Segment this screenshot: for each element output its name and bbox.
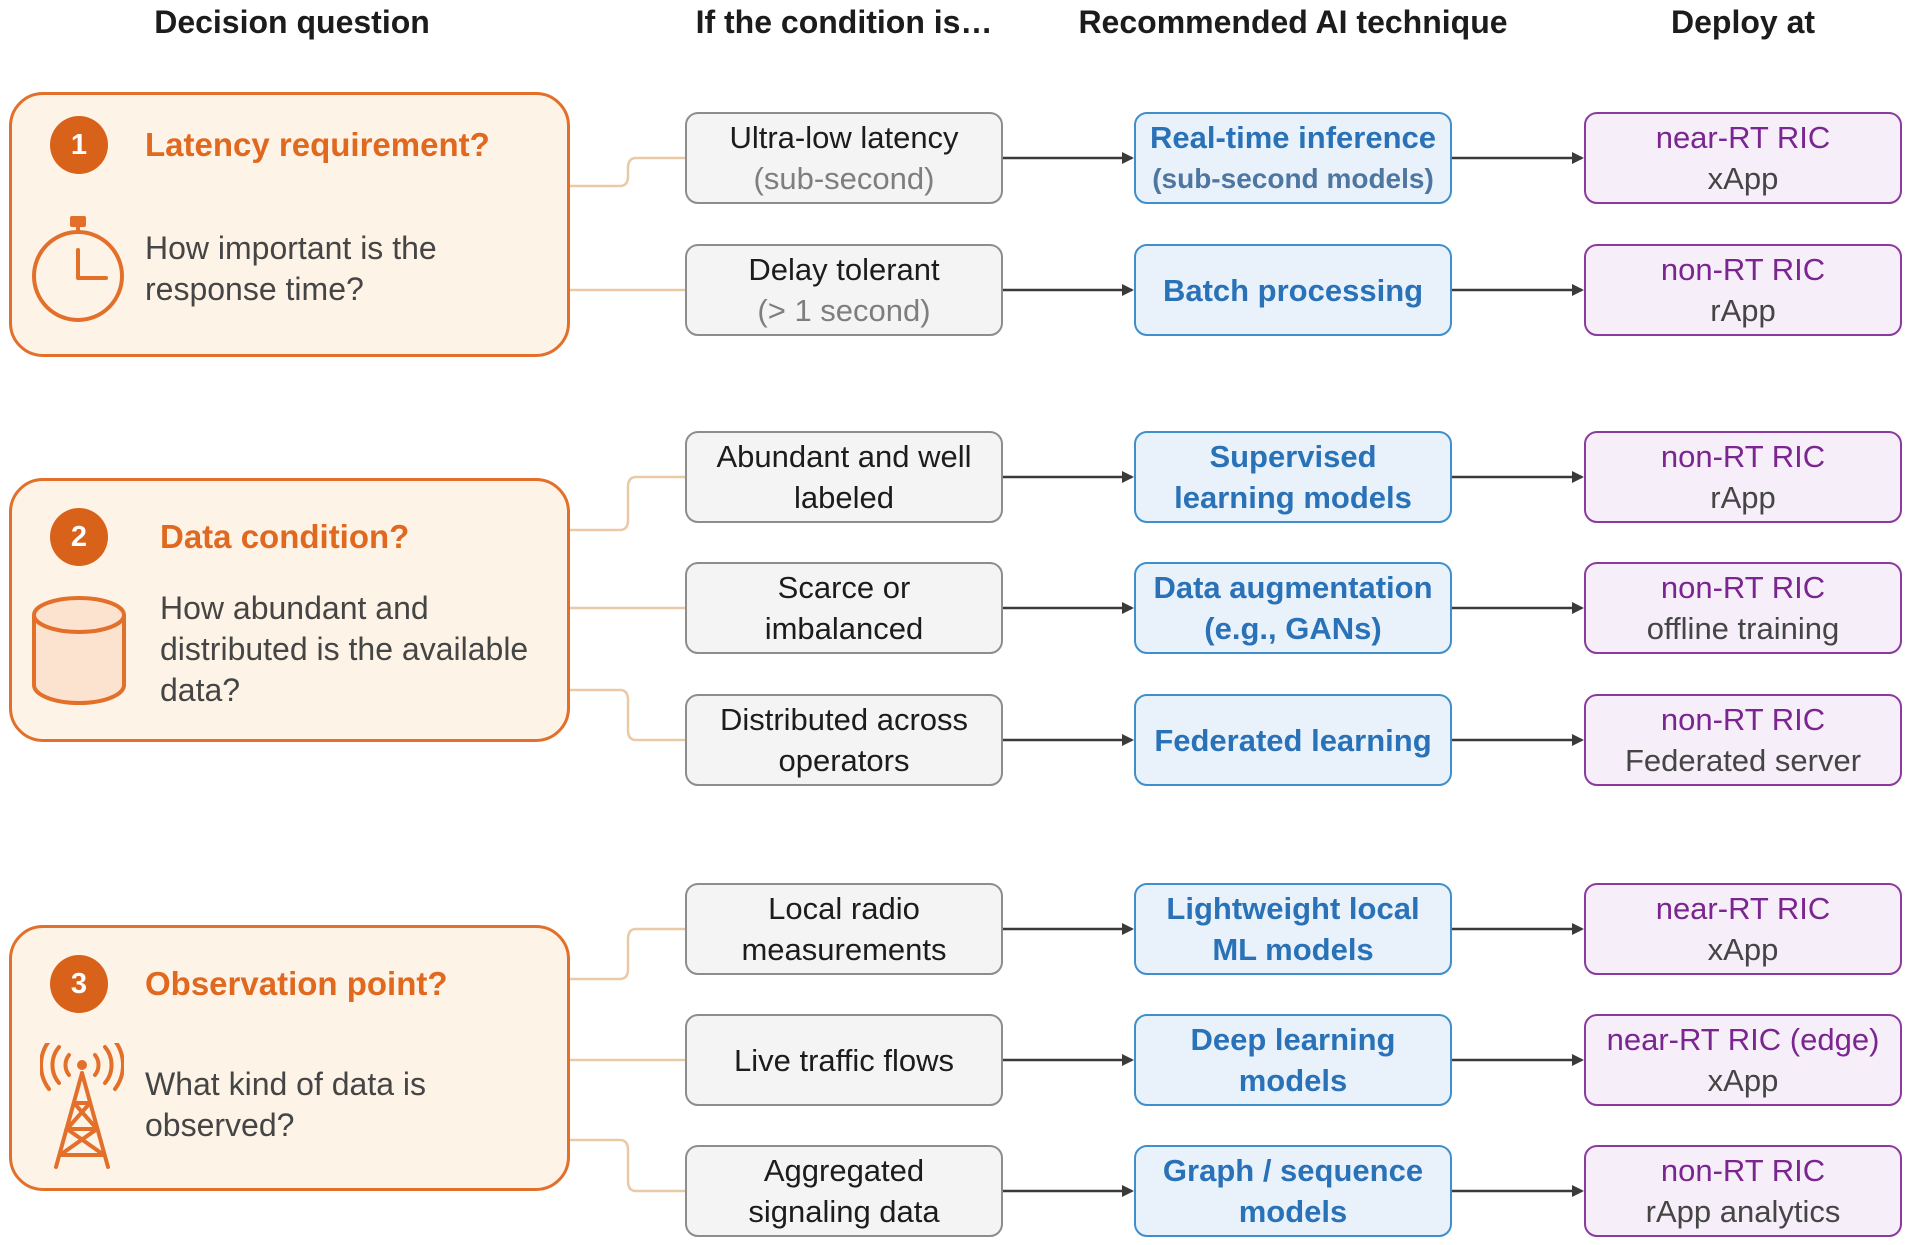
question-description: What kind of data is observed? [145,1064,426,1146]
condition-note: (sub-second) [753,161,935,196]
deploy-target: non-RT RIC [1660,252,1826,287]
condition-box: Ultra-low latency (sub-second) [685,112,1003,204]
condition-line: Distributed across [719,702,969,737]
description-line: How important is the [145,230,437,266]
condition-line: Scarce or [777,570,911,605]
condition-line: Delay tolerant [748,252,940,287]
technique-line: Federated learning [1154,722,1432,758]
technique-note: (sub-second models) [1152,163,1434,194]
description-line: What kind of data is [145,1066,427,1102]
technique-line: Deep learning [1190,1022,1396,1057]
technique-line: Lightweight local [1166,891,1420,926]
condition-line: Ultra-low latency [729,120,959,155]
technique-line: Supervised [1209,439,1377,474]
deploy-target: non-RT RIC [1660,1153,1826,1188]
deploy-component: xApp [1707,932,1779,967]
database-icon [30,595,128,712]
condition-line: signaling data [748,1194,940,1229]
technique-line: Batch processing [1162,272,1424,308]
deploy-box: non-RT RIC Federated server [1584,694,1902,786]
condition-box: Abundant and well labeled [685,431,1003,523]
technique-box: Deep learning models [1134,1014,1452,1106]
description-line: distributed is the available [160,631,529,667]
condition-line: labeled [794,480,894,515]
technique-box: Real-time inference (sub-second models) [1134,112,1452,204]
deploy-box: near-RT RIC xApp [1584,883,1902,975]
question-title: Latency requirement? [145,126,490,163]
condition-line: Abundant and well [716,439,972,474]
condition-line: measurements [741,932,947,967]
deploy-component: rApp [1710,480,1776,515]
condition-line: Live traffic flows [734,1042,954,1078]
condition-line: operators [778,743,910,778]
technique-box: Batch processing [1134,244,1452,336]
technique-box: Federated learning [1134,694,1452,786]
header-technique: Recommended AI technique [1078,4,1508,40]
technique-line: ML models [1212,932,1374,967]
question-description: How abundant and distributed is the avail… [160,588,528,711]
technique-line: learning models [1174,480,1412,515]
condition-box: Distributed across operators [685,694,1003,786]
description-line: data? [160,672,241,708]
deploy-component: offline training [1646,611,1840,646]
header-decision-question: Decision question [154,4,430,40]
deploy-component: Federated server [1624,743,1862,778]
deploy-box: non-RT RIC offline training [1584,562,1902,654]
deploy-component: rApp analytics [1645,1194,1841,1229]
condition-line: Aggregated [763,1153,925,1188]
technique-line: (e.g., GANs) [1204,611,1382,646]
step-number-badge: 3 [50,955,108,1013]
condition-box: Live traffic flows [685,1014,1003,1106]
deploy-target: near-RT RIC [1655,891,1831,926]
branch-connector [570,1138,685,1193]
condition-box: Delay tolerant (> 1 second) [685,244,1003,336]
question-title: Observation point? [145,965,448,1002]
technique-line: Data augmentation [1153,570,1433,605]
technique-line: Real-time inference [1150,120,1436,155]
deploy-component: rApp [1710,293,1776,328]
technique-line: Graph / sequence [1162,1153,1424,1188]
technique-box: Lightweight local ML models [1134,883,1452,975]
deploy-target: near-RT RIC (edge) [1606,1022,1880,1057]
deploy-box: non-RT RIC rApp analytics [1584,1145,1902,1237]
technique-box: Data augmentation (e.g., GANs) [1134,562,1452,654]
deploy-box: near-RT RIC (edge) xApp [1584,1014,1902,1106]
description-line: response time? [145,271,364,307]
question-title: Data condition? [160,518,410,555]
description-line: observed? [145,1107,295,1143]
step-number-badge: 1 [50,116,108,174]
step-number-badge: 2 [50,508,108,566]
technique-line: models [1238,1063,1348,1098]
deploy-target: non-RT RIC [1660,439,1826,474]
header-deploy: Deploy at [1670,4,1816,40]
branch-connector [570,688,685,742]
condition-box: Scarce or imbalanced [685,562,1003,654]
radio-tower-icon [39,1039,125,1176]
deploy-box: near-RT RIC xApp [1584,112,1902,204]
header-condition: If the condition is… [695,4,993,40]
technique-box: Supervised learning models [1134,431,1452,523]
question-description: How important is the response time? [145,228,437,310]
stopwatch-icon [28,214,128,329]
condition-box: Local radio measurements [685,883,1003,975]
branch-connector [570,475,685,532]
deploy-target: near-RT RIC [1655,120,1831,155]
technique-line: models [1238,1194,1348,1229]
deploy-box: non-RT RIC rApp [1584,244,1902,336]
condition-note: (> 1 second) [757,293,931,328]
branch-connector [570,156,685,188]
technique-box: Graph / sequence models [1134,1145,1452,1237]
branch-connector [570,927,685,981]
deploy-target: non-RT RIC [1660,570,1826,605]
deploy-component: xApp [1707,161,1779,196]
condition-line: imbalanced [764,611,924,646]
deploy-target: non-RT RIC [1660,702,1826,737]
condition-box: Aggregated signaling data [685,1145,1003,1237]
deploy-box: non-RT RIC rApp [1584,431,1902,523]
description-line: How abundant and [160,590,429,626]
condition-line: Local radio [768,891,920,926]
deploy-component: xApp [1707,1063,1779,1098]
